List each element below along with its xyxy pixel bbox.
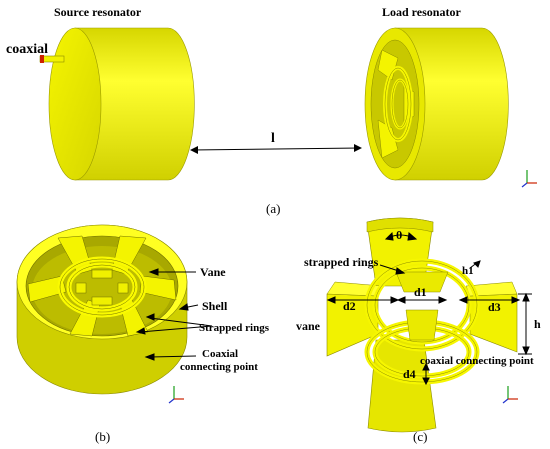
caption-a: (a): [266, 201, 280, 216]
caption-c: (c): [413, 429, 427, 444]
coaxial-label: coaxial: [6, 42, 48, 57]
theta-label: θ: [396, 228, 402, 242]
source-resonator: [39, 27, 195, 181]
load-resonator-title: Load resonator: [382, 5, 461, 19]
load-resonator: [364, 27, 509, 181]
panel-c: θ strapped rings h1 d1 d2 d3 h vane coax…: [296, 217, 541, 444]
axis-triad-b: [168, 386, 184, 404]
d4-label: d4: [403, 367, 416, 381]
vane-label-c: vane: [296, 319, 321, 333]
distance-arrow: [190, 144, 362, 154]
shell-label: Shell: [202, 299, 228, 313]
coaxial-connecting-point-label-c: coaxial connecting point: [420, 355, 534, 367]
distance-label: l: [271, 131, 275, 146]
coaxial-label-b-line2: connecting point: [180, 361, 258, 373]
h-label: h: [534, 317, 541, 331]
source-resonator-title: Source resonator: [54, 5, 142, 19]
coaxial-label-b-line1: Coaxial: [202, 348, 238, 360]
panel-c-dimensions: [326, 231, 532, 386]
panel-a: Source resonator Load resonator coaxial …: [6, 5, 537, 216]
strapped-rings-label-b: Strapped rings: [199, 322, 270, 334]
d2-label: d2: [343, 299, 356, 313]
axis-triad-c: [502, 386, 518, 404]
caption-b: (b): [95, 429, 110, 444]
panel-b-callouts: [135, 268, 213, 361]
h1-label: h1: [462, 265, 474, 277]
panel-b: Vane Shell Strapped rings Coaxial connec…: [16, 224, 270, 444]
strapped-rings-label-c: strapped rings: [304, 255, 379, 269]
axis-triad-a: [521, 170, 537, 188]
d1-label: d1: [414, 285, 427, 299]
d3-label: d3: [488, 300, 501, 314]
vane-label-b: Vane: [200, 265, 226, 279]
